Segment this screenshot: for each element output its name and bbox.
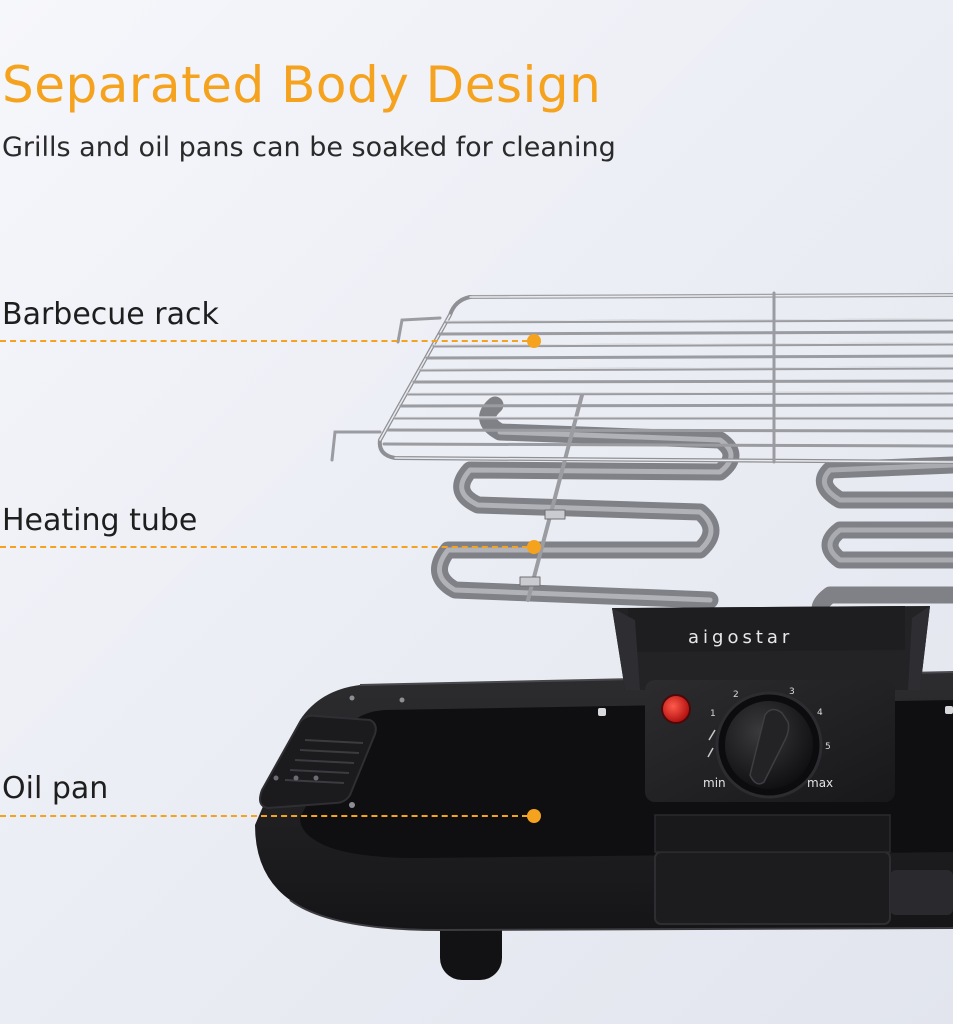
barbecue-rack <box>330 291 953 464</box>
control-unit <box>612 606 930 802</box>
dial-mark-5: 5 <box>825 742 831 752</box>
dial-mark-2: 2 <box>733 690 739 700</box>
callout-label-barbecue-rack: Barbecue rack <box>2 297 219 332</box>
page-subtitle: Grills and oil pans can be soaked for cl… <box>2 132 616 163</box>
callout-leader-heating-tube <box>0 546 528 548</box>
page-title: Separated Body Design <box>2 56 602 114</box>
dial-max-label: max <box>807 776 834 790</box>
dial-mark-4: 4 <box>817 708 823 718</box>
pan-handle <box>259 714 377 810</box>
callout-dot-oil-pan <box>527 809 541 823</box>
dial-mark-3: 3 <box>789 687 795 697</box>
callout-leader-barbecue-rack <box>0 340 528 342</box>
callout-label-heating-tube: Heating tube <box>2 503 198 538</box>
dial-min-label: min <box>703 776 726 790</box>
power-indicator-light-icon <box>661 694 691 724</box>
callout-leader-oil-pan <box>0 815 528 817</box>
brand-logo: aigostar <box>688 627 794 648</box>
callout-label-oil-pan: Oil pan <box>2 771 109 806</box>
callout-dot-heating-tube <box>527 540 541 554</box>
callout-dot-barbecue-rack <box>527 334 541 348</box>
dial-mark-1: 1 <box>710 709 716 719</box>
